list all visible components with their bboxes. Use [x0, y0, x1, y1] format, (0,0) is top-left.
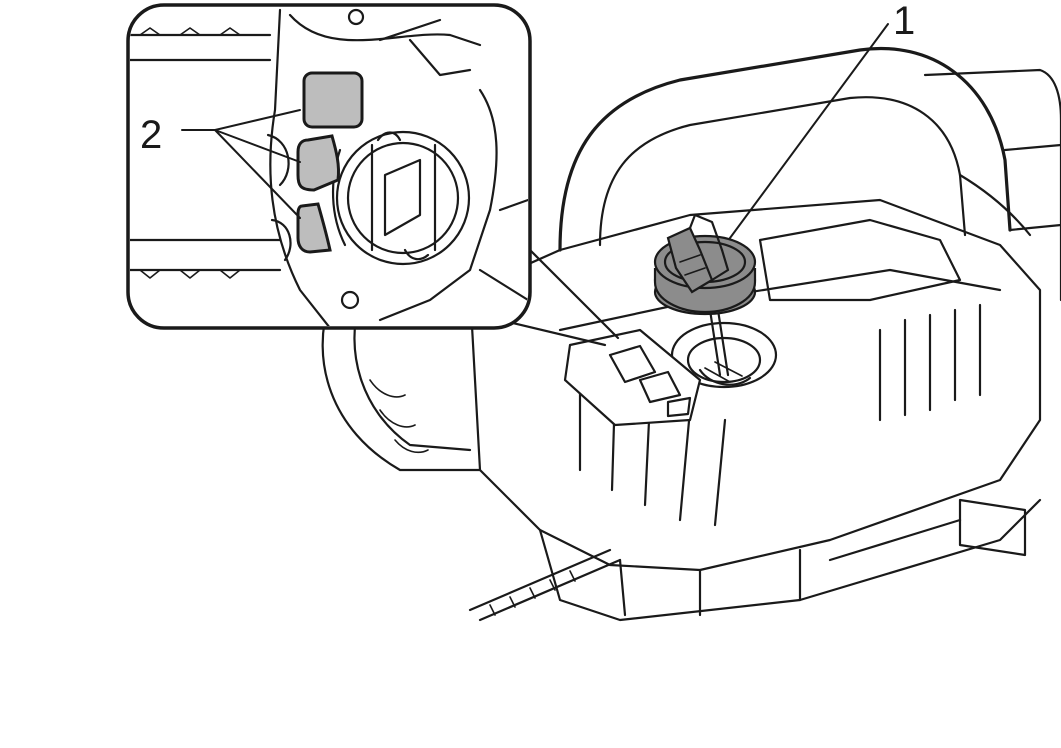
callout-1-label: 1: [893, 0, 915, 43]
oil-cap: [653, 213, 757, 377]
marker-window-3: [296, 202, 332, 254]
marker-window-2: [296, 134, 340, 192]
marker-window-1: [302, 71, 364, 129]
callout-2-label: 2: [140, 113, 162, 157]
inset-magnified-view: [126, 3, 620, 347]
callout-1: 1: [729, 0, 915, 239]
callout-2: 2: [140, 109, 301, 219]
